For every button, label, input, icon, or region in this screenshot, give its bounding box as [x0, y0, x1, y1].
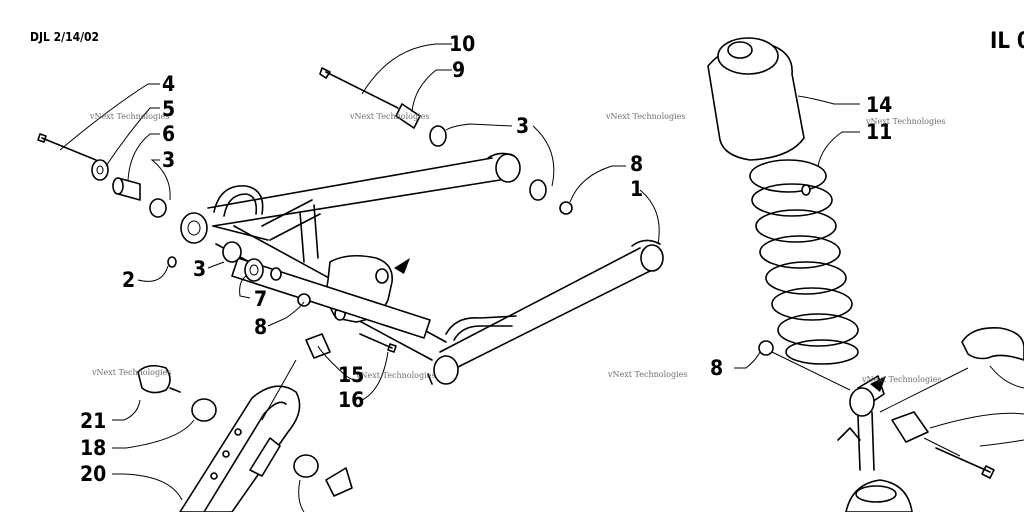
- callout-11: 11: [866, 120, 892, 144]
- watermark-5: vNext Technologies: [91, 368, 171, 377]
- watermark-7: vNext Technologies: [607, 370, 687, 379]
- callout-1: 1: [630, 177, 643, 201]
- callout-numbers: 10 9 4 5 6 3 3 8 1 2 3 7 8 15 16 14 11 8…: [80, 32, 892, 486]
- doc-code: DJL 2/14/02: [30, 30, 99, 44]
- callout-8-mid: 8: [254, 315, 267, 339]
- callout-20: 20: [80, 462, 106, 486]
- callout-2: 2: [122, 268, 135, 292]
- callout-3-left: 3: [162, 148, 175, 172]
- callout-6: 6: [162, 122, 175, 146]
- callout-3-top: 3: [516, 114, 529, 138]
- a-arm: [180, 152, 664, 385]
- watermark-1: vNext Technologies: [89, 112, 169, 121]
- watermark-3: vNext Technologies: [605, 112, 685, 121]
- callout-10: 10: [449, 32, 475, 56]
- callout-4: 4: [162, 72, 175, 96]
- shock-orientation-arrow: [870, 376, 886, 392]
- watermark-4: vNext Technologies: [865, 117, 945, 126]
- coil-spring: [749, 159, 859, 365]
- watermarks: vNext Technologies vNext Technologies vN…: [89, 112, 945, 384]
- callout-5: 5: [162, 97, 175, 121]
- callout-15: 15: [338, 363, 364, 387]
- leader-lines: [59, 43, 660, 401]
- watermark-2: vNext Technologies: [349, 112, 429, 121]
- watermark-6: vNext Technologies: [355, 371, 435, 380]
- callout-18: 18: [80, 436, 106, 460]
- callout-21: 21: [80, 409, 106, 433]
- callout-8-right: 8: [710, 356, 723, 380]
- bushings: [37, 67, 573, 359]
- shock-assembly: [707, 37, 1024, 512]
- callout-7: 7: [254, 287, 267, 311]
- watermark-8: vNext Technologies: [861, 375, 941, 384]
- callout-16: 16: [338, 388, 364, 412]
- strap-hardware: [112, 359, 353, 512]
- callout-14: 14: [866, 93, 892, 117]
- callout-9: 9: [452, 58, 465, 82]
- callout-8-top: 8: [630, 152, 643, 176]
- callout-3-mid: 3: [193, 257, 206, 281]
- orientation-arrow: [394, 258, 410, 274]
- ref-code: IL 07: [990, 29, 1024, 54]
